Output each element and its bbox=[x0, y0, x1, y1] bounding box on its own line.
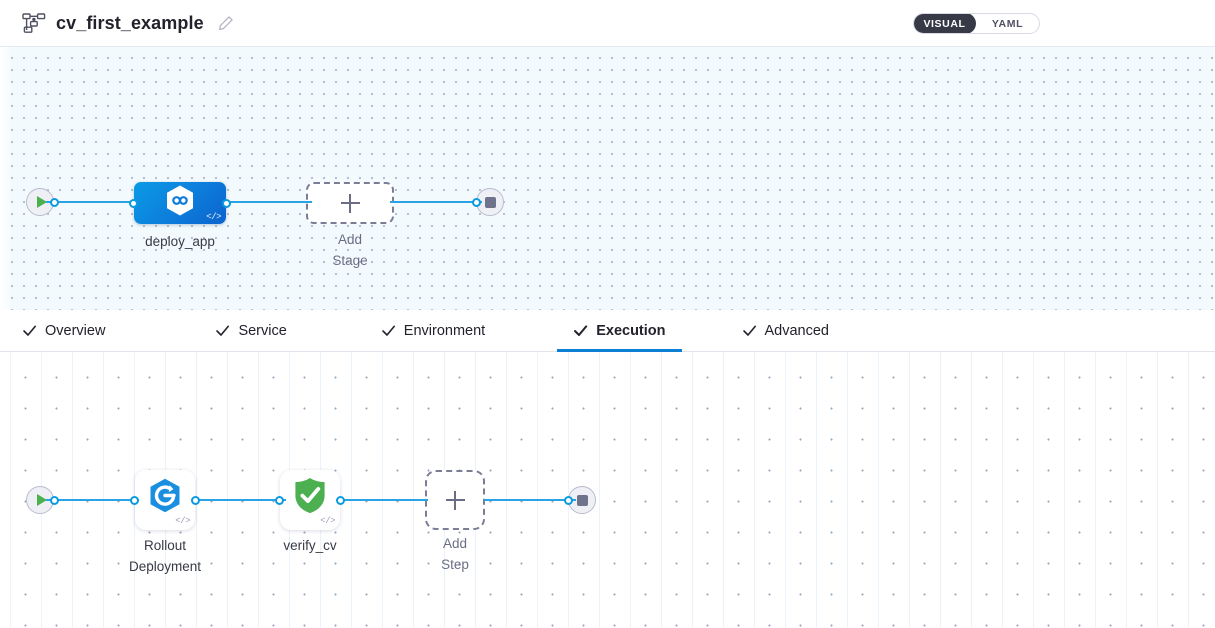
stage-start-node[interactable] bbox=[26, 188, 59, 216]
add-step-label: Add Step bbox=[441, 536, 469, 572]
pipeline-flow-icon bbox=[22, 12, 46, 34]
step-start-node[interactable] bbox=[26, 486, 59, 514]
tab-service-label: Service bbox=[238, 322, 287, 339]
check-icon bbox=[215, 323, 230, 338]
edit-pencil-icon[interactable] bbox=[218, 15, 234, 31]
end-node-circle[interactable] bbox=[568, 486, 596, 514]
tab-environment-label: Environment bbox=[403, 322, 486, 339]
tab-overview[interactable]: Overview bbox=[6, 310, 121, 351]
play-icon bbox=[36, 494, 47, 506]
tab-execution[interactable]: Execution bbox=[557, 310, 682, 352]
step-link-addstep-to-end bbox=[484, 499, 576, 502]
add-stage-button[interactable] bbox=[306, 182, 394, 224]
header-bar: cv_first_example VISUAL YAML bbox=[0, 0, 1215, 47]
page-title: cv_first_example bbox=[56, 12, 204, 33]
step-out-connector[interactable] bbox=[191, 495, 200, 505]
step-end-node[interactable] bbox=[564, 486, 596, 514]
toggle-option-yaml[interactable]: YAML bbox=[991, 17, 1024, 30]
step-out-connector[interactable] bbox=[336, 495, 345, 505]
plus-icon bbox=[340, 193, 360, 213]
add-step-button[interactable] bbox=[425, 470, 485, 530]
step-link-verify-to-addstep bbox=[340, 499, 428, 502]
stage-config-tabs[interactable]: Overview Service Environment Execution A… bbox=[0, 310, 1215, 352]
start-node-connector[interactable] bbox=[50, 495, 59, 505]
end-node-connector[interactable] bbox=[472, 197, 481, 207]
code-badge-icon: </> bbox=[175, 516, 190, 526]
step-node-rollout-deployment[interactable]: </> Rollout Deployment bbox=[129, 470, 201, 574]
stage-link-addstage-to-end bbox=[390, 201, 482, 204]
step-link-rollout-to-verify bbox=[194, 499, 286, 502]
code-badge-icon: </> bbox=[320, 516, 335, 526]
stop-icon bbox=[576, 494, 588, 506]
step-node-verify-cv[interactable]: </> verify_cv bbox=[275, 470, 345, 553]
stage-link-start-to-deploy bbox=[46, 201, 138, 204]
step-link-start-to-rollout bbox=[46, 499, 139, 502]
step-node-label: verify_cv bbox=[283, 538, 337, 553]
canvas-left-fade bbox=[0, 352, 12, 628]
add-stage-node[interactable]: Add Stage bbox=[306, 182, 394, 268]
stage-node-body[interactable]: </> bbox=[134, 182, 226, 224]
view-mode-toggle[interactable]: VISUAL YAML bbox=[913, 13, 1040, 34]
check-icon bbox=[573, 323, 588, 338]
execution-step-canvas[interactable]: </> Rollout Deployment </> verify_cv bbox=[0, 352, 1215, 628]
stage-node-out-connector[interactable] bbox=[222, 198, 231, 208]
tab-overview-label: Overview bbox=[45, 322, 106, 339]
check-icon bbox=[381, 323, 396, 338]
stage-end-node[interactable] bbox=[472, 188, 504, 216]
toggle-option-visual[interactable]: VISUAL bbox=[914, 14, 976, 33]
check-icon bbox=[22, 323, 37, 338]
stop-icon bbox=[484, 196, 496, 208]
stage-canvas[interactable]: </> deploy_app Add Stage bbox=[0, 47, 1215, 310]
check-icon bbox=[742, 323, 757, 338]
add-step-node[interactable]: Add Step bbox=[425, 470, 485, 572]
step-node-label: Rollout Deployment bbox=[128, 538, 202, 574]
tab-advanced-label: Advanced bbox=[764, 322, 830, 339]
tab-advanced[interactable]: Advanced bbox=[726, 310, 846, 351]
stage-node-in-connector[interactable] bbox=[129, 198, 138, 208]
tab-service[interactable]: Service bbox=[199, 310, 302, 351]
step-card-body[interactable]: </> bbox=[280, 470, 340, 530]
tab-environment[interactable]: Environment bbox=[365, 310, 501, 351]
step-in-connector[interactable] bbox=[275, 495, 284, 505]
rollout-deployment-icon bbox=[148, 478, 182, 519]
header-title-group: cv_first_example bbox=[22, 12, 234, 34]
stage-link-deploy-to-addstage bbox=[222, 201, 312, 204]
green-shield-check-icon bbox=[292, 477, 328, 520]
end-node-connector[interactable] bbox=[564, 495, 573, 505]
plus-icon bbox=[445, 490, 465, 510]
step-card-body[interactable]: </> bbox=[135, 470, 195, 530]
step-in-connector[interactable] bbox=[130, 495, 139, 505]
play-icon bbox=[36, 196, 47, 208]
tab-execution-label: Execution bbox=[596, 322, 666, 339]
add-stage-label: Add Stage bbox=[332, 232, 368, 268]
harness-hexagon-icon bbox=[165, 185, 195, 222]
start-node-connector[interactable] bbox=[50, 197, 59, 207]
stage-node-label: deploy_app bbox=[145, 234, 215, 249]
stage-node-deploy-app[interactable]: </> deploy_app bbox=[129, 182, 231, 249]
code-badge-icon: </> bbox=[206, 212, 221, 222]
canvas-left-fade bbox=[0, 47, 12, 310]
